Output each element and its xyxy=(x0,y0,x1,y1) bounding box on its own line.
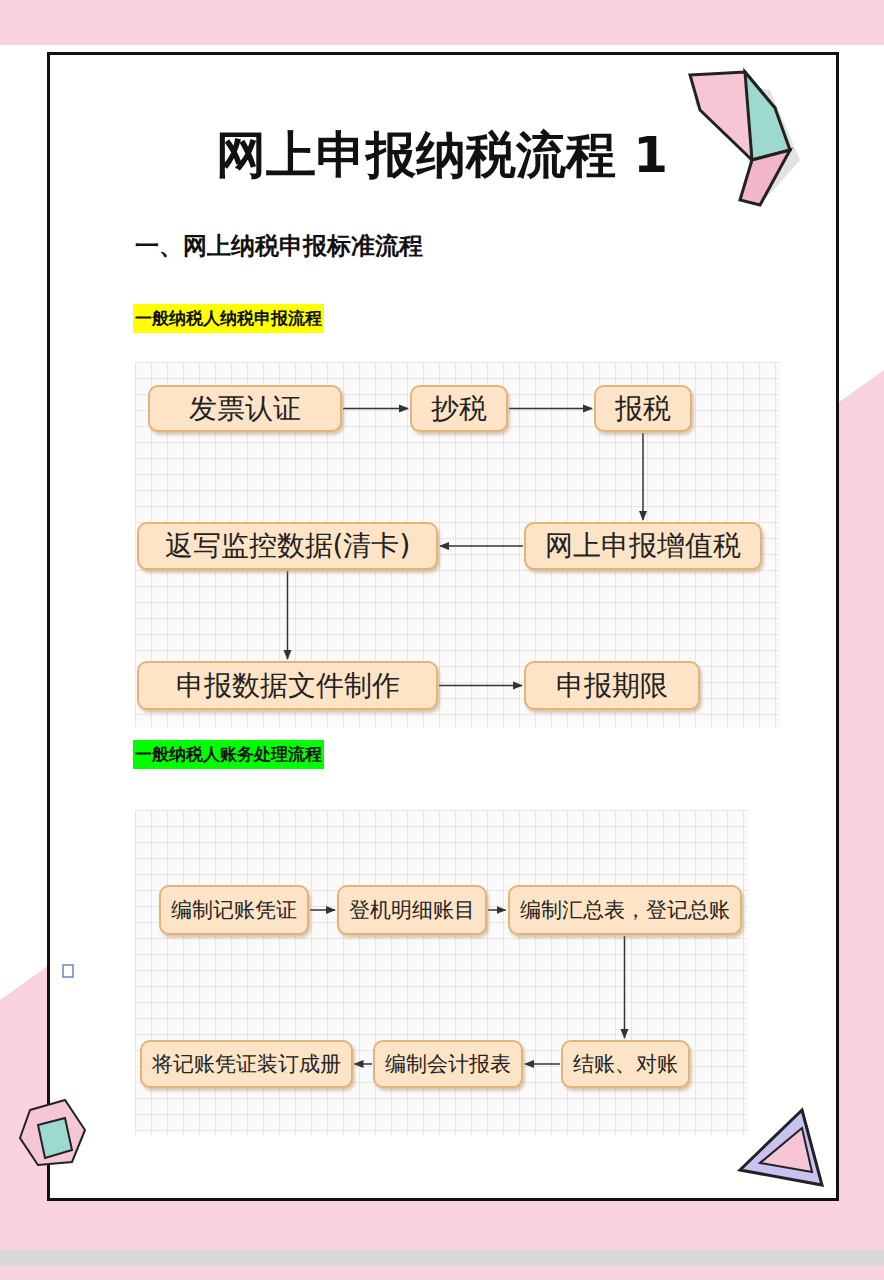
box-text: 发票认证 xyxy=(189,390,301,428)
box-text: 编制汇总表，登记总账 xyxy=(520,896,730,924)
box-text: 编制会计报表 xyxy=(385,1050,511,1078)
section-heading: 一、网上纳税申报标准流程 xyxy=(135,230,423,262)
flow-arrow xyxy=(287,571,289,659)
process-box: 将记账凭证装订成册 xyxy=(140,1040,353,1088)
flow-arrow xyxy=(440,545,523,547)
process-box: 报税 xyxy=(594,385,692,432)
process-box: 抄税 xyxy=(410,385,508,432)
flow-arrow xyxy=(343,408,408,410)
flow-arrow xyxy=(488,909,506,911)
box-text: 抄税 xyxy=(431,390,487,428)
bottom-strip xyxy=(0,1250,884,1266)
highlight-label: 一般纳税人账务处理流程 xyxy=(133,740,324,769)
deco-polygon xyxy=(745,72,790,160)
deco-polygon xyxy=(740,150,790,205)
flow-arrow xyxy=(509,408,592,410)
process-box: 结账、对账 xyxy=(561,1040,690,1088)
process-box: 返写监控数据(清卡) xyxy=(137,522,438,570)
flow-arrow xyxy=(642,433,644,520)
deco-polygon xyxy=(20,1100,85,1165)
flow-arrow xyxy=(439,685,522,687)
box-text: 编制记账凭证 xyxy=(171,896,297,924)
flow-arrow xyxy=(355,1063,373,1065)
process-box: 登机明细账目 xyxy=(337,885,487,935)
box-text: 申报数据文件制作 xyxy=(176,667,400,705)
box-text: 将记账凭证装订成册 xyxy=(152,1050,341,1078)
process-box: 编制记账凭证 xyxy=(159,885,309,935)
box-text: 网上申报增值税 xyxy=(545,527,741,565)
page-title: 网上申报纳税流程 1 xyxy=(0,122,884,189)
box-text: 登机明细账目 xyxy=(349,896,475,924)
flow-arrow xyxy=(624,936,626,1038)
flow-arrow xyxy=(525,1063,560,1065)
process-box: 网上申报增值税 xyxy=(524,522,762,570)
process-box: 申报期限 xyxy=(524,661,700,710)
process-box: 发票认证 xyxy=(148,385,342,432)
process-box: 编制汇总表，登记总账 xyxy=(508,885,742,935)
process-box: 编制会计报表 xyxy=(373,1040,523,1088)
doc-icon xyxy=(63,965,73,977)
box-text: 返写监控数据(清卡) xyxy=(165,527,411,565)
deco-triangle xyxy=(740,1110,822,1185)
box-text: 申报期限 xyxy=(556,667,668,705)
highlight-label: 一般纳税人纳税申报流程 xyxy=(133,304,324,333)
deco-polygon xyxy=(38,1118,72,1158)
flow-arrow xyxy=(310,909,335,911)
deco-triangle xyxy=(760,1128,812,1172)
box-text: 报税 xyxy=(615,390,671,428)
process-box: 申报数据文件制作 xyxy=(137,661,438,710)
box-text: 结账、对账 xyxy=(573,1050,678,1078)
